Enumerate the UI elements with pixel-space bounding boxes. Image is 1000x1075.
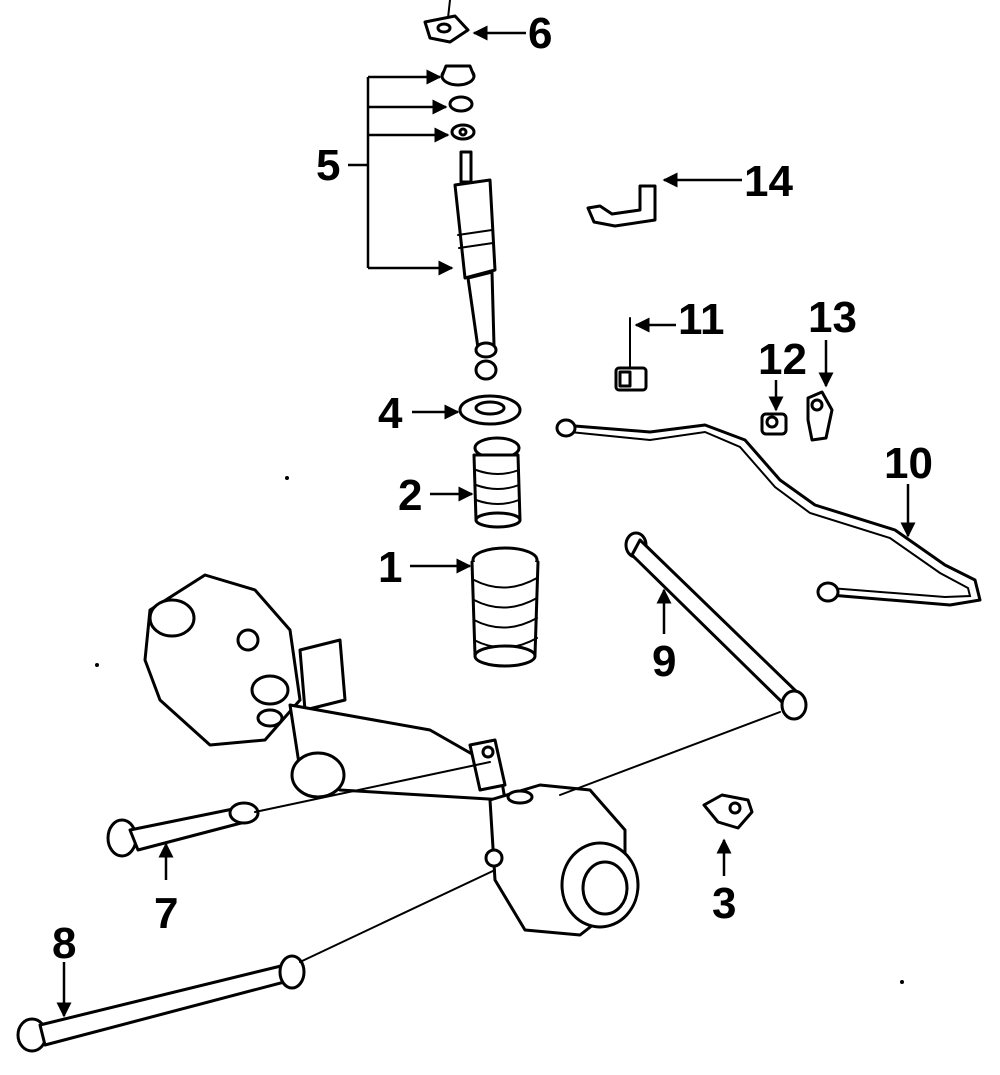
bushing-part — [760, 412, 788, 436]
callout-7: 7 — [154, 889, 178, 938]
callout-5: 5 — [316, 141, 340, 190]
upper-mount-part — [423, 0, 470, 44]
lower-link-part — [106, 761, 491, 858]
leader-lines — [56, 25, 916, 1018]
callout-4: 4 — [378, 389, 403, 438]
stabilizer-bar-part — [555, 418, 982, 607]
coil-spring-part — [470, 546, 540, 668]
bracket-part — [586, 184, 657, 228]
callout-12: 12 — [758, 335, 807, 384]
shock-absorber-part — [440, 64, 498, 381]
callout-1: 1 — [378, 543, 402, 592]
callout-labels: 6 5 14 11 13 12 4 10 2 1 9 7 8 3 — [52, 9, 933, 968]
stabilizer-link-part — [614, 317, 648, 392]
callout-9: 9 — [652, 637, 676, 686]
speck-mark — [285, 476, 289, 480]
callout-2: 2 — [398, 471, 422, 520]
spring-seat-part — [458, 394, 522, 426]
speck-mark — [95, 663, 99, 667]
callout-10: 10 — [884, 439, 933, 488]
callout-6: 6 — [528, 9, 552, 58]
upper-control-arm-part — [559, 531, 808, 796]
bump-stop-part — [472, 436, 522, 529]
axle-housing-part — [143, 573, 640, 937]
callout-8: 8 — [52, 919, 76, 968]
bump-bracket-part — [702, 793, 754, 830]
speck-mark — [900, 980, 904, 984]
bar-clamp-part — [806, 390, 834, 442]
callout-3: 3 — [712, 879, 736, 928]
callout-11: 11 — [678, 295, 725, 344]
callout-13: 13 — [808, 293, 857, 342]
lower-control-arm-part — [16, 869, 496, 1053]
callout-14: 14 — [744, 157, 793, 206]
